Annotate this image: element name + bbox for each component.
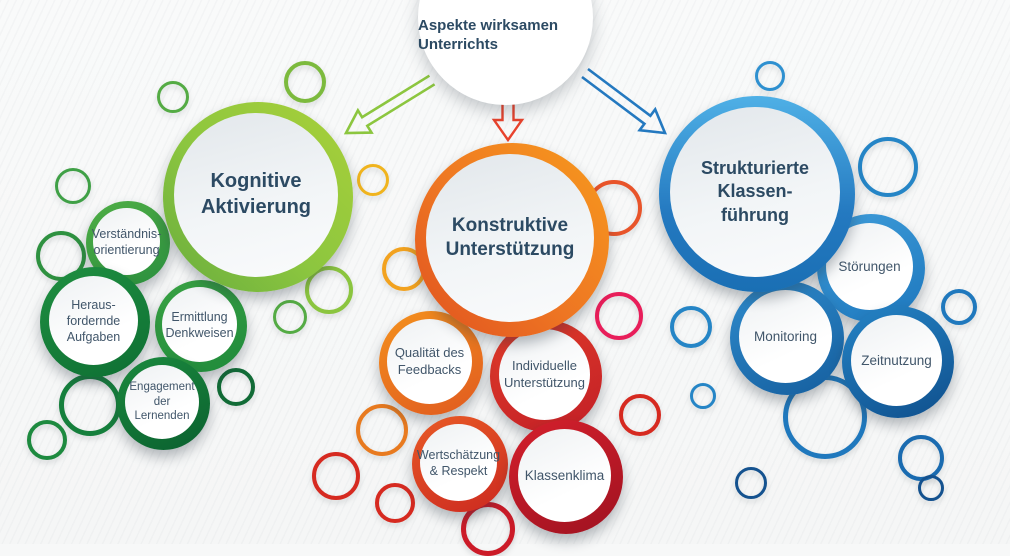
node-wertschaetzung-respekt: Wertschätzung & Respekt: [412, 416, 508, 512]
decorative-circle: [375, 483, 415, 523]
node-stoerungen: Störungen: [817, 214, 925, 322]
node-aspekte-wirksamen-unterrichts: Aspekte wirksamen Unterrichts: [418, 0, 593, 105]
node-zeitnutzung: Zeitnutzung: [842, 306, 954, 418]
node-engagement-der-lernenden: Engagement der Lernenden: [117, 357, 210, 450]
node-monitoring: Monitoring: [730, 281, 844, 395]
decorative-circle: [55, 168, 91, 204]
decorative-circle: [690, 383, 716, 409]
node-ermittlung-denkweisen: Ermittlung Denkweisen: [155, 280, 247, 372]
root-title: Aspekte wirksamen Unterrichts: [418, 17, 559, 54]
decorative-circle: [735, 467, 767, 499]
decorative-circle: [59, 374, 121, 436]
node-konstruktive-unterstuetzung: Konstruktive Unterstützung: [415, 143, 609, 337]
decorative-circle: [157, 81, 189, 113]
decorative-circle: [305, 266, 353, 314]
node-klassenklima: Klassenklima: [509, 420, 623, 534]
node-strukturierte-klassenfuehrung: Strukturierte Klassen- führung: [659, 96, 855, 292]
node-herausfordernde-aufgaben: Heraus- fordernde Aufgaben: [40, 267, 150, 377]
decorative-circle: [284, 61, 326, 103]
decorative-circle: [217, 368, 255, 406]
arrow-right-icon: [581, 67, 668, 135]
node-qualitaet-des-feedbacks: Qualität des Feedbacks: [379, 311, 483, 415]
decorative-circle: [273, 300, 307, 334]
decorative-circle: [312, 452, 360, 500]
decorative-circle: [357, 164, 389, 196]
decorative-circle: [619, 394, 661, 436]
decorative-circle: [755, 61, 785, 91]
decorative-circle: [898, 435, 944, 481]
arrow-left-icon: [343, 74, 436, 135]
decorative-circle: [918, 475, 944, 501]
decorative-circle: [858, 137, 918, 197]
decorative-circle: [356, 404, 408, 456]
decorative-circle: [27, 420, 67, 460]
node-verstaendnisorientierung: Verständnis- orientierung: [86, 201, 170, 285]
decorative-circle: [670, 306, 712, 348]
decorative-circle: [941, 289, 977, 325]
node-individuelle-unterstuetzung: Individuelle Unterstützung: [490, 320, 602, 432]
decorative-circle: [595, 292, 643, 340]
node-kognitive-aktivierung: Kognitive Aktivierung: [163, 102, 353, 292]
